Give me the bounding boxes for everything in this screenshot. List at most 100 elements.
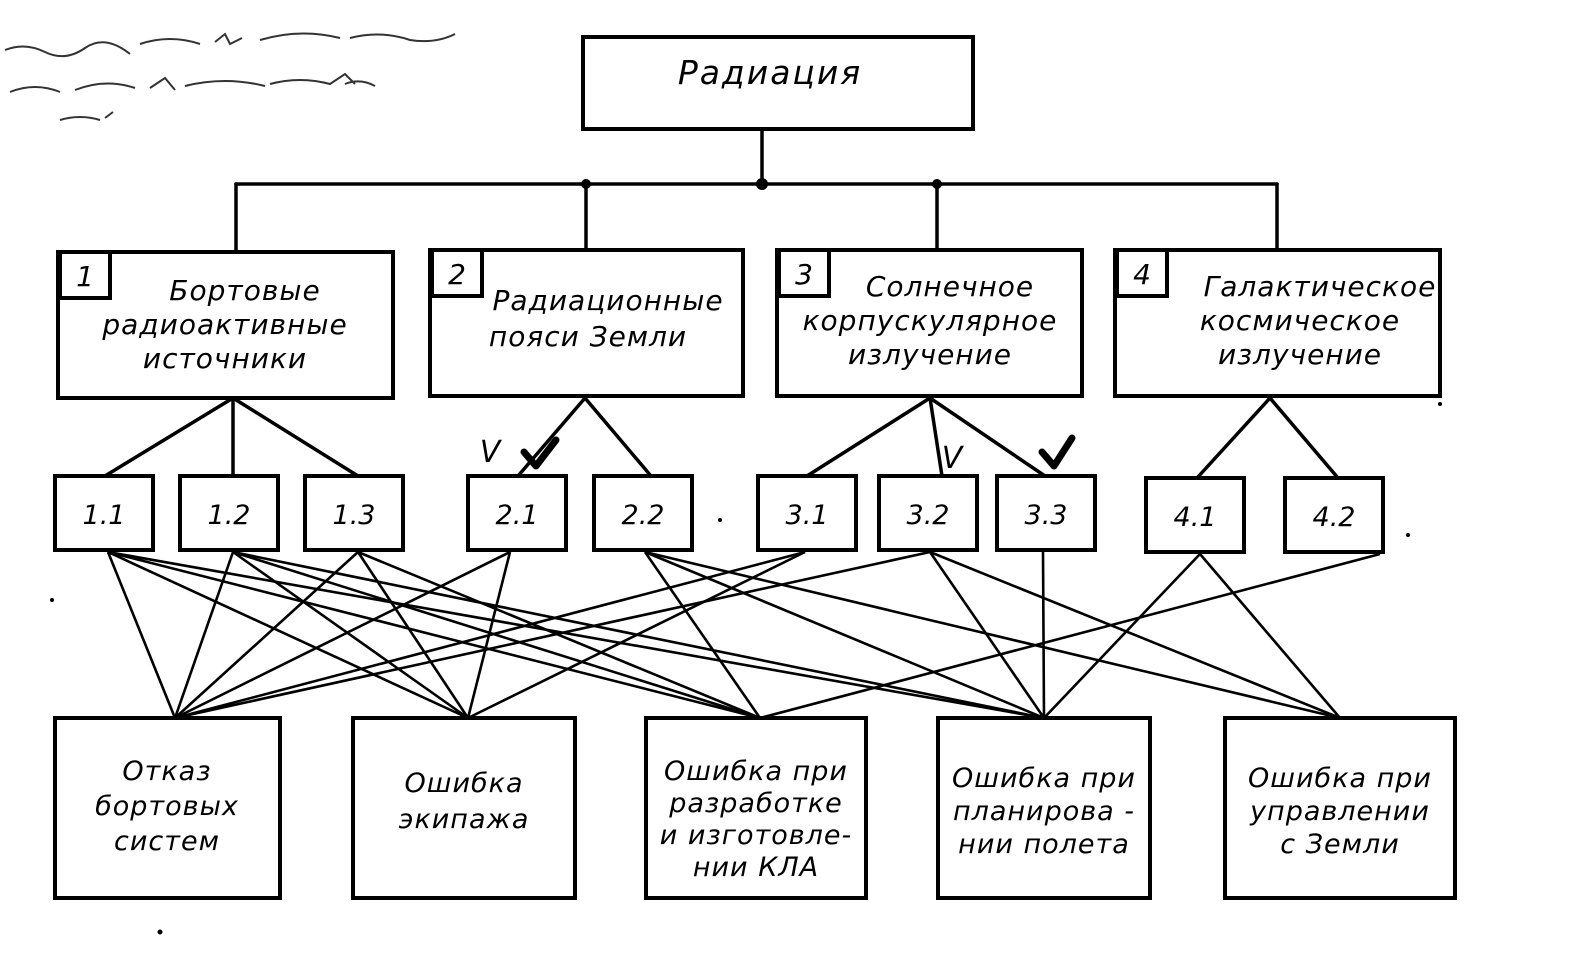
subfactor-label: 1.1: [83, 500, 126, 531]
subfactor-node-3.2: 3.2: [877, 474, 979, 552]
subfactor-nodes: 1.1 1.2 1.3 2.1 2.2 3.1 3.2 3.3 4.1 4.2: [53, 474, 1385, 554]
link-3.2-to-outcome-4: [928, 551, 1046, 719]
category-to-subfactor-connectors: [103, 396, 1340, 480]
fan-line-1.1: [103, 396, 235, 478]
link-1.3-to-outcome-3: [357, 550, 761, 720]
category-number: 4: [1133, 258, 1151, 291]
category-number: 2: [448, 258, 466, 291]
outcome-label-line: нии КЛА: [693, 852, 819, 883]
category-number: 1: [76, 260, 94, 293]
link-1.2-to-outcome-1: [173, 551, 235, 719]
link-2.2-to-outcome-3: [643, 551, 762, 719]
link-3.1-to-outcome-2: [467, 550, 806, 720]
small-check-mark: V: [942, 441, 965, 476]
link-1.3-to-outcome-1: [174, 551, 359, 719]
subfactor-node-3.1: 3.1: [756, 474, 858, 552]
outcome-label-line: Отказ: [122, 756, 211, 787]
link-2.2-to-outcome-4: [644, 550, 1045, 720]
link-4.2-to-outcome-3: [759, 552, 1381, 720]
fan-line-2.2: [583, 396, 653, 478]
link-2.1-to-outcome-1: [174, 550, 511, 720]
fan-line-3.1: [805, 396, 932, 478]
faded-handwriting: [4, 32, 456, 121]
category-label-line: Бортовые: [169, 274, 320, 307]
category-label-line: радиоактивные: [101, 308, 347, 341]
outcome-label-line: систем: [114, 826, 220, 857]
category-label-line: источники: [143, 342, 307, 375]
category-label-line: излучение: [1218, 338, 1382, 371]
category-label-line: Солнечное: [866, 270, 1034, 303]
outcome-label-line: Ошибка при: [952, 763, 1136, 794]
subfactor-label: 4.1: [1174, 502, 1217, 533]
link-3.2-to-outcome-5: [929, 550, 1341, 720]
subfactor-node-4.1: 4.1: [1144, 476, 1246, 554]
small-check-mark: V: [480, 435, 503, 470]
subfactor-node-1.1: 1.1: [53, 474, 155, 552]
outcome-node-1: Отказ бортовых систем: [53, 716, 282, 900]
link-1.3-to-outcome-2: [356, 551, 470, 719]
link-3.3-to-outcome-4: [1041, 551, 1046, 719]
subfactor-label: 3.3: [1025, 500, 1068, 531]
subfactor-node-2.1: 2.1: [466, 474, 568, 552]
subfactor-node-1.3: 1.3: [303, 474, 405, 552]
scan-specks: [50, 402, 1442, 935]
outcome-label-line: бортовых: [95, 791, 239, 822]
link-4.1-to-outcome-5: [1199, 553, 1341, 719]
outcome-label-line: Ошибка при: [664, 756, 848, 787]
outcome-label-line: Ошибка при: [1248, 763, 1432, 794]
outcome-label-line: экипажа: [399, 804, 530, 835]
link-3.2-to-outcome-1: [174, 550, 931, 720]
link-1.1-to-outcome-4: [107, 550, 1045, 720]
category-label-line: корпускулярное: [803, 304, 1058, 337]
fan-line-3.3: [928, 396, 1047, 478]
category-label-line: Галактическое: [1204, 270, 1437, 303]
bold-check-mark: [1038, 434, 1076, 470]
fan-line-4.1: [1195, 396, 1272, 480]
category-label-line: космическое: [1200, 304, 1400, 337]
subfactor-to-outcome-connectors: [106, 550, 1381, 720]
tree-connectors: [234, 127, 1279, 254]
link-4.1-to-outcome-4: [1043, 553, 1201, 719]
link-1.1-to-outcome-2: [107, 550, 469, 720]
fan-line-1.3: [231, 396, 360, 478]
root-label: Радиация: [678, 53, 862, 92]
junction-dots: [581, 178, 942, 190]
outcome-node-2: Ошибка экипажа: [351, 716, 577, 900]
subfactor-label: 2.2: [622, 500, 665, 531]
subfactor-node-3.3: 3.3: [995, 474, 1097, 552]
outcome-label-line: разработке: [668, 788, 843, 819]
category-number: 3: [795, 258, 813, 291]
category-label-line: излучение: [848, 338, 1012, 371]
link-1.2-to-outcome-3: [232, 550, 761, 720]
link-2.2-to-outcome-5: [644, 550, 1341, 720]
subfactor-label: 2.1: [496, 500, 539, 531]
subfactor-node-2.2: 2.2: [592, 474, 694, 552]
root-node: Радиация: [581, 35, 975, 131]
link-1.1-to-outcome-1: [106, 551, 177, 719]
outcome-label-line: планирова -: [953, 796, 1135, 827]
outcome-label-line: и изготовле-: [660, 820, 853, 851]
subfactor-label: 3.2: [907, 500, 950, 531]
subfactor-label: 1.2: [208, 500, 251, 531]
outcome-label-line: Ошибка: [404, 768, 523, 799]
fan-line-2.1: [516, 396, 587, 478]
fan-line-4.2: [1268, 396, 1340, 480]
category-label-line: Радиационные: [492, 284, 723, 317]
outcome-label-line: управлении: [1249, 796, 1430, 827]
link-1.2-to-outcome-2: [232, 550, 469, 720]
category-label-line: пояси Земли: [489, 320, 687, 353]
subfactor-label: 4.2: [1313, 502, 1356, 533]
subfactor-node-1.2: 1.2: [178, 474, 280, 552]
outcome-label-line: нии полета: [958, 829, 1130, 860]
subfactor-label: 1.3: [333, 500, 376, 531]
